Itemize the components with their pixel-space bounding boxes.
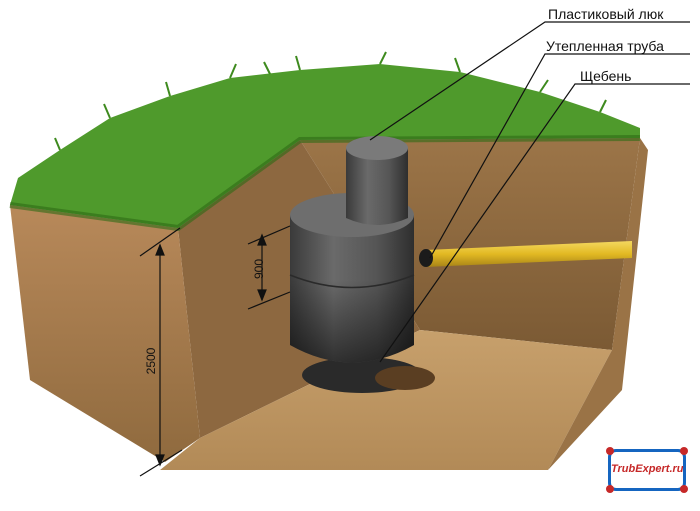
gravel-hole xyxy=(375,366,435,390)
soil-front-left xyxy=(10,205,200,462)
ring-seam xyxy=(289,274,415,289)
pipe-inlet xyxy=(419,249,433,267)
grass-edge xyxy=(9,135,641,232)
dimension-900 xyxy=(247,225,291,310)
dimension-label-900: 900 xyxy=(252,258,266,280)
dimension-label-2500: 2500 xyxy=(144,347,158,375)
soil-right xyxy=(548,138,648,470)
dimension-2500 xyxy=(139,227,183,477)
well-ring-shadow xyxy=(290,280,414,363)
label-insulated-pipe: Утепленная труба xyxy=(546,38,664,54)
callout-lines xyxy=(369,21,690,363)
insulated-pipe xyxy=(425,241,632,267)
trubexpert-logo: TrubExpert.ru xyxy=(606,447,688,493)
label-plastic-hatch: Пластиковый люк xyxy=(548,6,664,22)
leader-pipe xyxy=(429,53,690,259)
leader-rubble xyxy=(379,83,690,363)
leader-hatch xyxy=(369,21,690,141)
logo-text: TrubExpert.ru xyxy=(611,463,684,475)
label-crushed-stone: Щебень xyxy=(580,68,632,84)
plastic-hatch xyxy=(346,136,408,160)
pit-floor xyxy=(160,330,612,470)
grass-blades xyxy=(54,51,607,151)
well-neck xyxy=(346,148,408,225)
grass-surface xyxy=(10,64,640,228)
